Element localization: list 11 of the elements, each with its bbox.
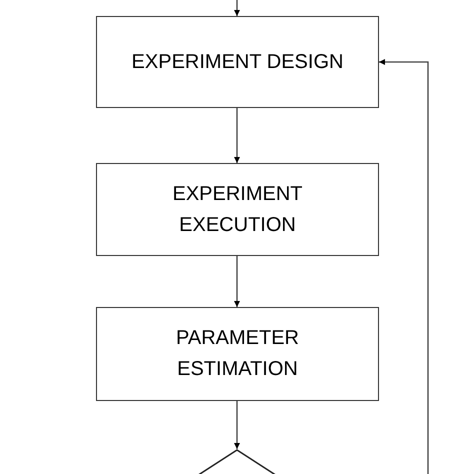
- arrow: [234, 256, 240, 307]
- process-box: [96, 16, 379, 108]
- arrow: [234, 108, 240, 163]
- box-label: PARAMETER ESTIMATION: [175, 326, 300, 382]
- box-label: EXPERIMENT EXECUTION: [171, 182, 304, 238]
- arrow: [234, 401, 240, 449]
- process-box: [96, 307, 379, 401]
- arrow: [234, 0, 240, 16]
- process-box: [96, 163, 379, 256]
- arrow: [379, 59, 429, 474]
- box-label: EXPERIMENT DESIGN: [132, 50, 344, 74]
